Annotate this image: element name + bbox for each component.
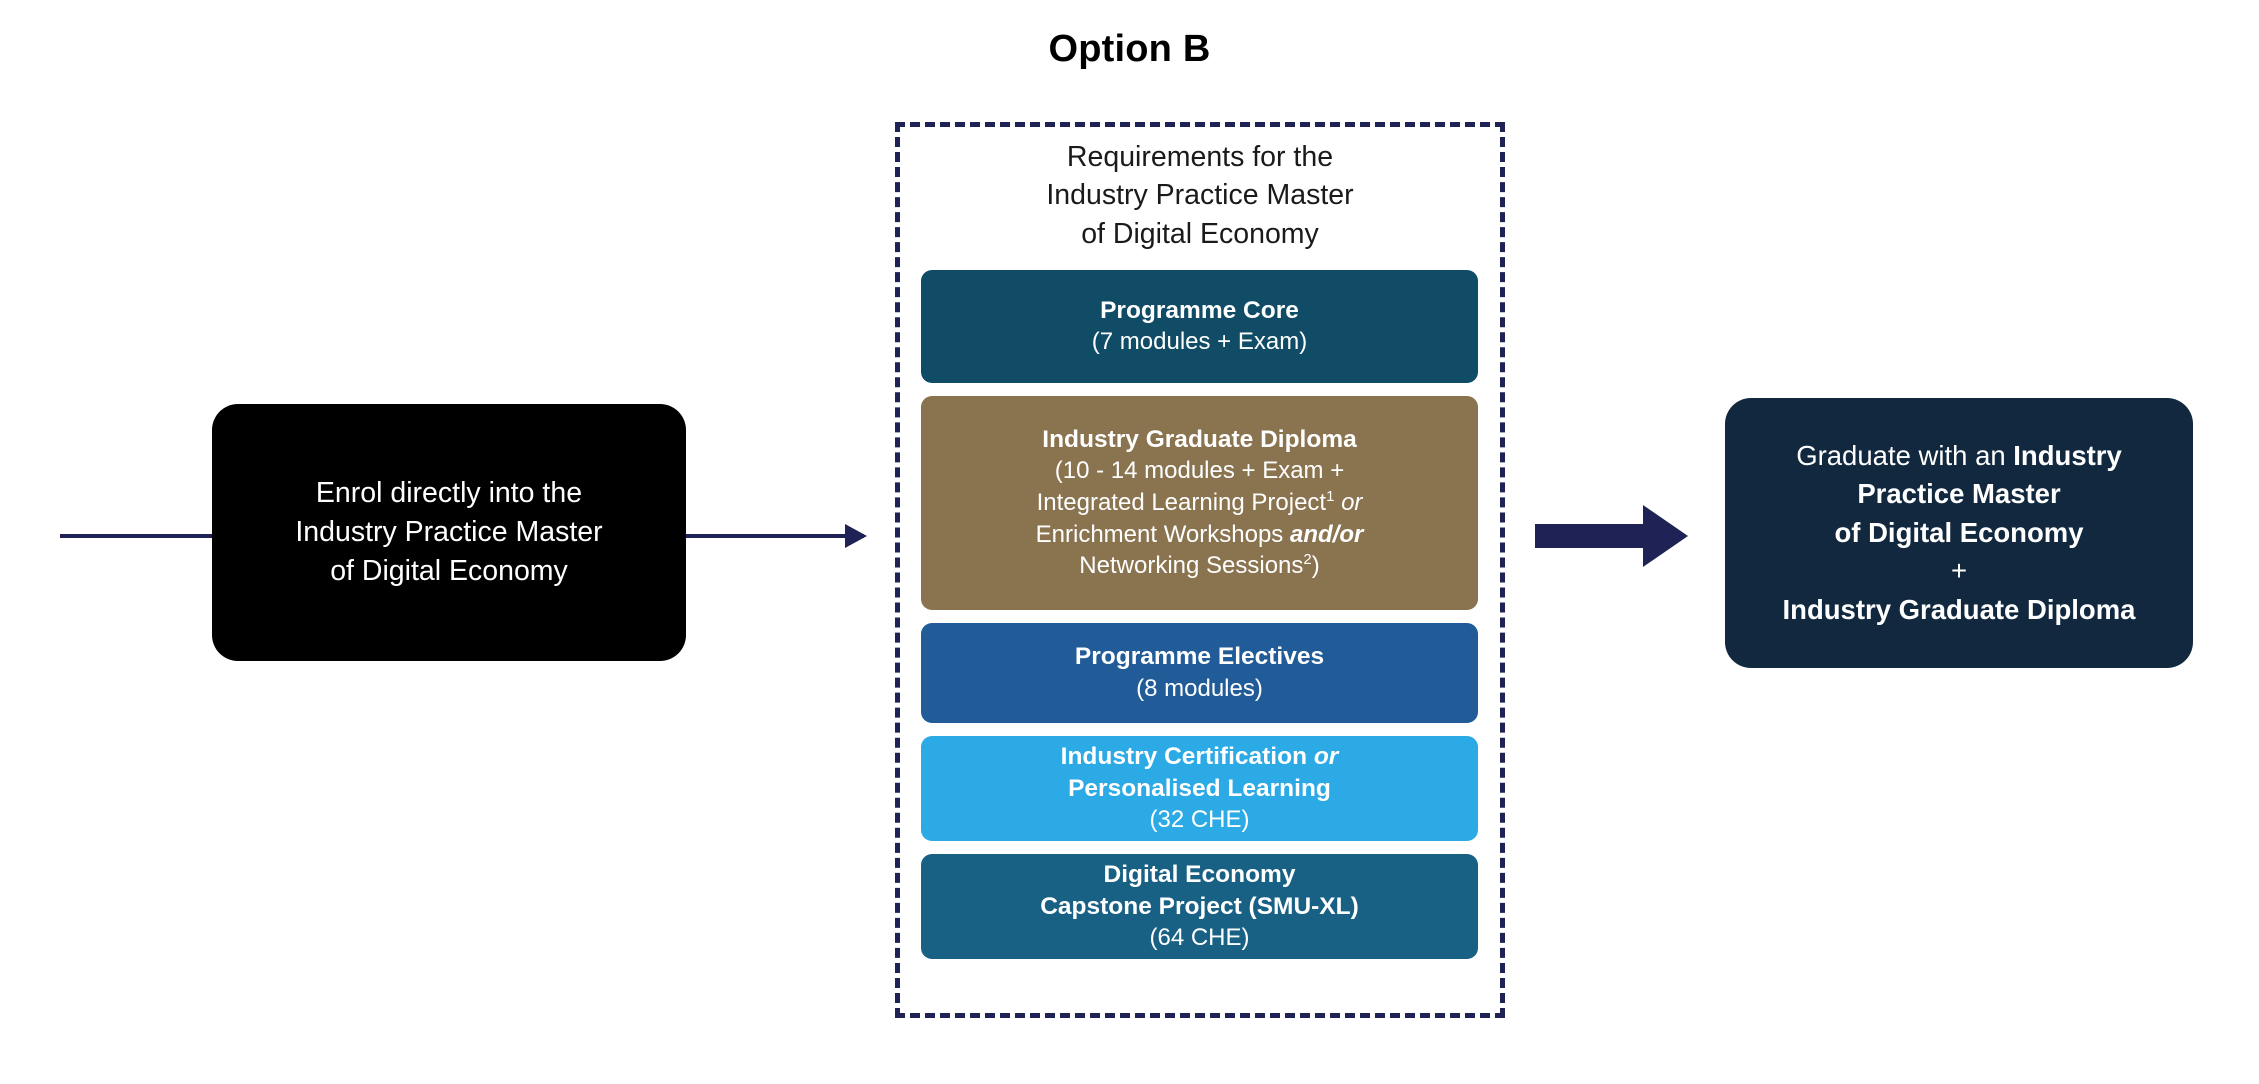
requirement-block-programme-core: Programme Core (7 modules + Exam) — [921, 270, 1478, 383]
block-subtitle: (10 - 14 modules + Exam +Integrated Lear… — [1035, 456, 1364, 580]
requirement-block-programme-electives: Programme Electives (8 modules) — [921, 623, 1478, 723]
page-title: Option B — [1048, 28, 1211, 70]
entry-connector-line — [60, 534, 218, 538]
outcome-connector: + — [1950, 555, 1968, 587]
arrow-requirements-to-outcome-icon — [1535, 505, 1688, 567]
node-graduate-label: Graduate with an Industry Practice Maste… — [1747, 437, 2171, 630]
block-title: Programme Electives — [1074, 643, 1325, 671]
block-title: Programme Core — [1100, 296, 1299, 324]
arrow-head — [1643, 505, 1688, 567]
block-subtitle: (7 modules + Exam) — [1091, 328, 1308, 356]
arrow-enrol-to-requirements-head-icon — [845, 524, 867, 548]
block-subtitle: (8 modules) — [1136, 674, 1263, 702]
outcome-lead: Graduate with an — [1796, 439, 2006, 471]
arrow-shaft — [1535, 524, 1647, 548]
block-title: Industry Graduate Diploma — [1042, 425, 1357, 453]
requirements-dashed-container — [895, 122, 1505, 1018]
block-subtitle: (64 CHE) — [1149, 923, 1250, 951]
node-graduate-outcome: Graduate with an Industry Practice Maste… — [1725, 398, 2193, 668]
requirement-blocks-list: Programme Core (7 modules + Exam) Indust… — [921, 270, 1478, 972]
block-subtitle: (32 CHE) — [1149, 805, 1250, 833]
requirement-block-industry-graduate-diploma: Industry Graduate Diploma (10 - 14 modul… — [921, 396, 1478, 610]
outcome-award-secondary: Industry Graduate Diploma — [1782, 593, 2136, 625]
arrow-enrol-to-requirements-shaft — [686, 534, 864, 538]
